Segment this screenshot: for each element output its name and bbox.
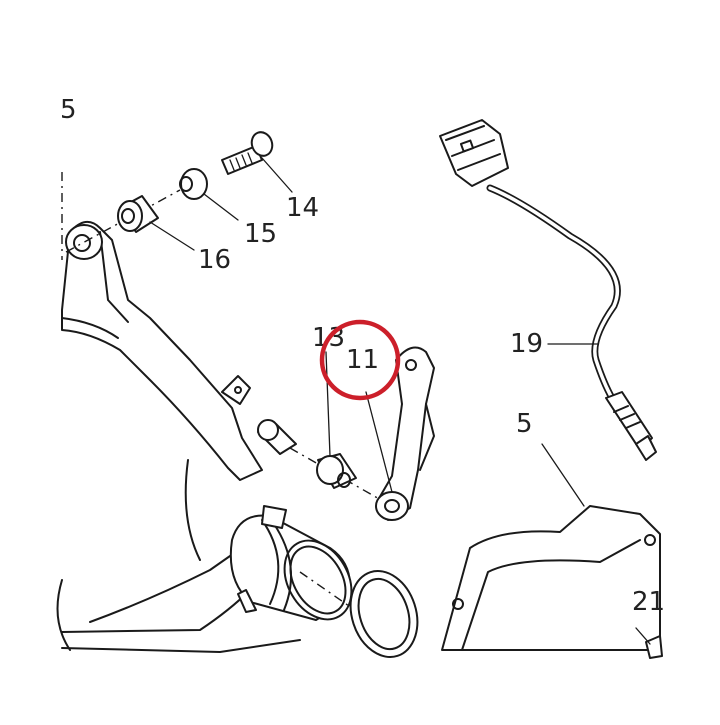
bracket-edge	[61, 317, 119, 339]
callout-5-top: 5	[60, 95, 77, 125]
bushing-hole	[121, 208, 135, 224]
sensor-connector	[439, 119, 509, 187]
heat-shield-hole-right	[644, 534, 656, 546]
stud-end	[257, 419, 279, 441]
heat-shield-rib	[461, 539, 641, 651]
bracket-bushing	[65, 224, 103, 260]
spacer-13-face	[316, 455, 344, 485]
inlet-pipe-inner	[289, 545, 347, 615]
heat-shield-screw-21	[645, 635, 663, 659]
heat-shield-hole-left	[452, 598, 464, 610]
leader-11	[365, 391, 393, 493]
arm-flange	[419, 403, 435, 471]
bolt-head	[250, 131, 274, 157]
arm-bushing-hole	[384, 499, 400, 513]
bolt-14	[221, 131, 274, 175]
callout-15: 15	[244, 219, 277, 249]
arm-top-hole	[405, 359, 417, 371]
washer-inner	[179, 176, 193, 192]
leader-15	[203, 193, 239, 221]
washer-outer	[180, 168, 208, 200]
callout-14: 14	[286, 193, 319, 223]
oxygen-sensor-19	[439, 119, 657, 461]
clamp-bolt-bottom	[237, 589, 257, 613]
sensor-cable	[488, 186, 620, 400]
bushing-16	[117, 195, 159, 233]
callout-11: 11	[346, 345, 379, 375]
bolt-threads	[229, 152, 253, 171]
mount-hardware	[117, 131, 274, 233]
muffler-left-edge	[56, 579, 71, 651]
sleeve-ring	[349, 570, 419, 658]
inlet-pipe-band-2	[273, 523, 293, 611]
muffler-strap	[89, 555, 231, 623]
highlight-circle-11[interactable]	[319, 319, 401, 401]
bushing-face	[117, 200, 143, 232]
spacer-13-hole	[337, 472, 351, 488]
inlet-pipe-band-1	[261, 519, 280, 605]
bracket-bushing-hole	[73, 234, 91, 252]
muffler-bracket-assembly	[56, 172, 301, 653]
sensor-probe-tip	[635, 435, 657, 461]
connector-latch	[459, 139, 475, 153]
bracket-plate	[61, 221, 263, 481]
muffler-bottom-edge	[61, 639, 301, 653]
callout-21: 21	[632, 587, 665, 617]
sensor-probe-body	[605, 391, 653, 451]
callout-19: 19	[510, 329, 543, 359]
hanger-arm-assembly	[257, 346, 435, 521]
bolt-shank	[221, 145, 263, 175]
heat-shield-body	[441, 505, 661, 651]
clamp-bolt-top	[261, 505, 287, 529]
inlet-pipe-assembly	[229, 505, 419, 658]
bracket-tab-hole	[234, 386, 242, 394]
sensor-probe-threads	[613, 405, 641, 429]
leader-13	[325, 351, 331, 457]
heat-shield-5	[441, 505, 663, 659]
leader-lines	[149, 157, 651, 645]
arm-bushing	[375, 491, 409, 521]
leader-14	[261, 157, 293, 193]
callout-5-lower: 5	[516, 409, 533, 439]
leader-21	[635, 627, 651, 645]
callout-16: 16	[198, 245, 231, 275]
washer-15	[179, 168, 208, 200]
leader-5	[541, 443, 585, 507]
leader-16	[149, 221, 195, 251]
muffler-inner-curve	[184, 459, 201, 561]
bracket-fold	[99, 231, 129, 323]
sleeve-ring-inner	[357, 577, 411, 651]
